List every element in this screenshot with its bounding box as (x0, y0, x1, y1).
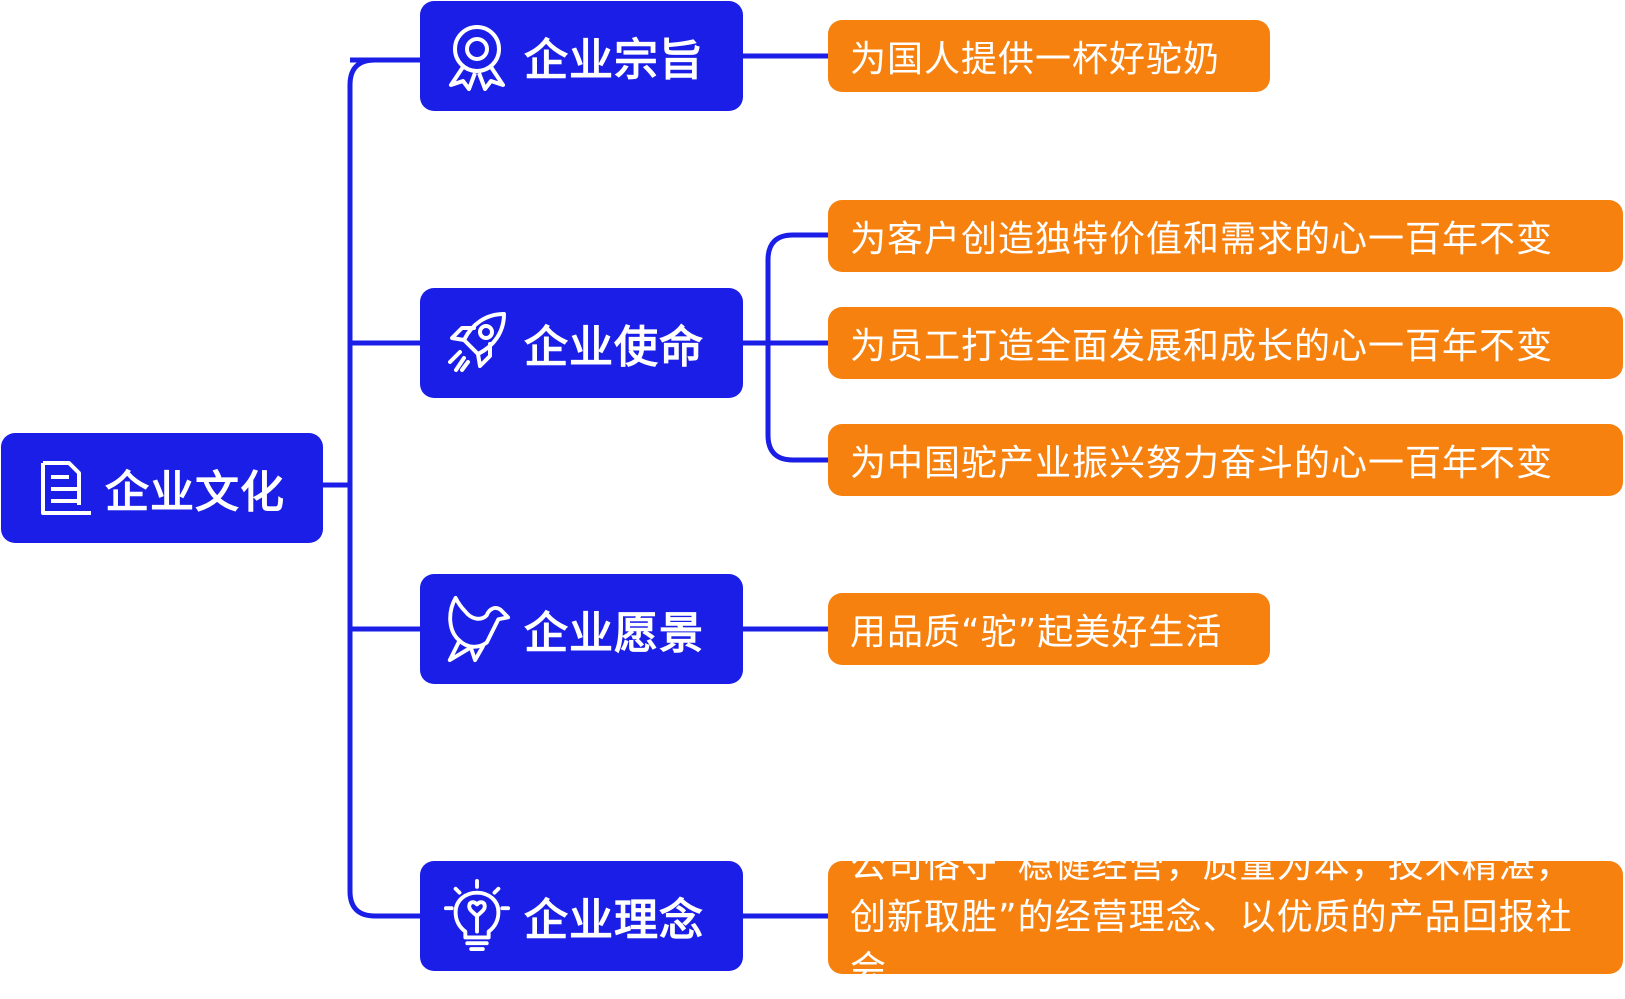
root-node[interactable]: 企业文化 (1, 433, 323, 543)
leaf-mission-1[interactable]: 为客户创造独特价值和需求的心一百年不变 (828, 200, 1623, 272)
award-ribbon-icon (442, 21, 512, 91)
leaf-mission-2[interactable]: 为员工打造全面发展和成长的心一百年不变 (828, 307, 1623, 379)
branch-node-philosophy[interactable]: 企业理念 (420, 861, 743, 971)
leaf-text: 公司恪守“稳健经营，质量为本，技术精湛，创新取胜”的经营理念、以优质的产品回报社… (850, 844, 1573, 990)
dove-icon (442, 591, 512, 667)
leaf-text: 为员工打造全面发展和成长的心一百年不变 (850, 326, 1554, 367)
rocket-icon (442, 308, 512, 378)
leaf-purpose-1[interactable]: 为国人提供一杯好驼奶 (828, 20, 1270, 92)
leaf-text: 为中国驼产业振兴努力奋斗的心一百年不变 (850, 443, 1554, 484)
branch-node-purpose[interactable]: 企业宗旨 (420, 1, 743, 111)
branch-label-philosophy: 企业理念 (524, 895, 704, 946)
leaf-philosophy-1[interactable]: 公司恪守“稳健经营，质量为本，技术精湛，创新取胜”的经营理念、以优质的产品回报社… (828, 845, 1623, 990)
leaf-mission-3[interactable]: 为中国驼产业振兴努力奋斗的心一百年不变 (828, 424, 1623, 496)
branch-label-purpose: 企业宗旨 (524, 35, 704, 86)
leaf-vision-1[interactable]: 用品质“驼”起美好生活 (828, 593, 1270, 665)
branch-node-vision[interactable]: 企业愿景 (420, 574, 743, 684)
leaf-text: 为客户创造独特价值和需求的心一百年不变 (850, 219, 1554, 260)
leaf-text: 为国人提供一杯好驼奶 (850, 39, 1221, 80)
root-label: 企业文化 (105, 467, 285, 518)
lightbulb-icon (442, 876, 512, 956)
document-icon (37, 458, 97, 518)
branch-label-mission: 企业使命 (524, 322, 704, 373)
branch-node-mission[interactable]: 企业使命 (420, 288, 743, 398)
branch-label-vision: 企业愿景 (524, 608, 704, 659)
leaf-text: 用品质“驼”起美好生活 (850, 612, 1223, 653)
